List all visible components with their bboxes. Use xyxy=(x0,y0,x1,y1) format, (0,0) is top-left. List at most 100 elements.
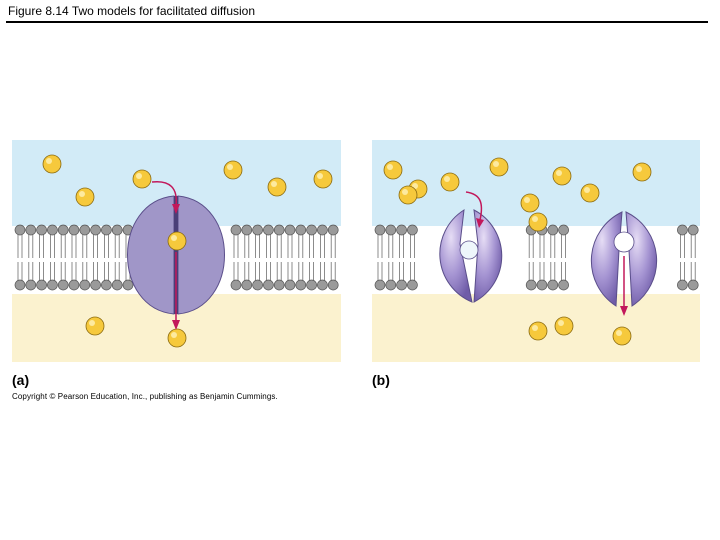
diffusion-arrow xyxy=(151,180,178,207)
solute-molecule xyxy=(85,316,105,336)
lipid-head xyxy=(687,279,699,291)
lipid-head xyxy=(241,224,253,236)
solute-highlight xyxy=(136,173,142,179)
lipid-head xyxy=(252,224,263,236)
lipid-head xyxy=(536,279,548,291)
solute-highlight xyxy=(524,197,530,203)
lipid-head xyxy=(36,224,47,236)
figure-title: Figure 8.14 Two models for facilitated d… xyxy=(8,4,256,18)
lipid-head xyxy=(230,279,242,291)
lipid-head xyxy=(90,279,101,291)
lipid-head xyxy=(284,279,296,291)
solute-molecule xyxy=(489,157,509,177)
solute-molecule xyxy=(267,177,287,197)
carrier-protein-left-half xyxy=(590,211,623,307)
lipid-head xyxy=(47,279,58,291)
solute-highlight xyxy=(271,181,277,187)
carrier-binding-site xyxy=(459,240,479,260)
solute-molecule xyxy=(75,187,95,207)
lipid-head xyxy=(68,224,80,236)
copyright-notice: Copyright © Pearson Education, Inc., pub… xyxy=(12,392,278,401)
solute-molecule xyxy=(580,183,600,203)
carrier-protein-left-half xyxy=(439,209,473,303)
lipid-head xyxy=(122,279,134,291)
lipid-head xyxy=(374,279,386,291)
lipid-head xyxy=(327,224,339,236)
lipid-head xyxy=(317,224,328,236)
solute-molecule xyxy=(632,162,652,182)
diffusion-arrow-head xyxy=(476,218,484,228)
lipid-head xyxy=(385,279,397,291)
lipid-head xyxy=(252,279,263,291)
diffusion-arrow-head xyxy=(172,204,180,214)
lipid-head xyxy=(101,279,112,291)
lipid-head xyxy=(111,224,123,236)
solute-molecule xyxy=(552,166,572,186)
lipid-head xyxy=(273,224,285,236)
lipid-head xyxy=(79,279,91,291)
lipid-head xyxy=(241,279,253,291)
solute-highlight xyxy=(46,158,52,164)
solute-highlight xyxy=(387,164,393,170)
carrier-binding-site xyxy=(613,231,635,253)
solute-molecule xyxy=(132,169,152,189)
lipid-head xyxy=(407,224,418,236)
lipid-head xyxy=(327,279,339,291)
lipid-head xyxy=(36,279,47,291)
lipid-head xyxy=(90,224,101,236)
channel-protein-left-half xyxy=(127,195,175,315)
lipid-head xyxy=(306,279,317,291)
lipid-head xyxy=(284,224,296,236)
solute-highlight xyxy=(79,191,85,197)
carrier-protein-outward-open xyxy=(439,209,503,303)
lipid-head xyxy=(79,224,91,236)
panel-b-carrier-model xyxy=(372,140,700,362)
lipid-head xyxy=(547,224,559,236)
solute-molecule xyxy=(612,326,632,346)
solute-molecule xyxy=(383,160,403,180)
solute-highlight xyxy=(444,176,450,182)
lipid-head xyxy=(385,224,397,236)
lipid-head xyxy=(306,224,317,236)
solute-highlight xyxy=(616,330,622,336)
title-rule xyxy=(6,21,708,23)
lipid-head xyxy=(687,224,699,236)
solute-highlight xyxy=(556,170,562,176)
lipid-head xyxy=(263,279,274,291)
solute-highlight xyxy=(402,189,408,195)
channel-protein-right-half xyxy=(177,195,225,315)
solute-highlight xyxy=(493,161,499,167)
solute-molecule xyxy=(554,316,574,336)
solute-highlight xyxy=(532,325,538,331)
lipid-head xyxy=(295,224,307,236)
solute-molecule xyxy=(42,154,62,174)
lipid-bilayer xyxy=(14,224,339,291)
lipid-head xyxy=(396,279,407,291)
lipid-head xyxy=(47,224,58,236)
solute-molecule xyxy=(440,172,460,192)
carrier-protein-right-half xyxy=(625,211,658,307)
diffusion-arrow-head xyxy=(620,306,628,316)
lipid-head xyxy=(317,279,328,291)
extracellular-space xyxy=(372,140,700,226)
solute-highlight xyxy=(171,235,177,241)
solute-molecule xyxy=(167,231,187,251)
lipid-head xyxy=(14,224,26,236)
carrier-protein-inward-open xyxy=(590,211,658,307)
lipid-head xyxy=(273,279,285,291)
lipid-head xyxy=(68,279,80,291)
carrier-protein-right-half xyxy=(473,209,503,303)
diffusion-arrow xyxy=(465,191,483,221)
lipid-head xyxy=(677,279,688,291)
solute-molecule xyxy=(223,160,243,180)
lipid-head xyxy=(525,279,537,291)
lipid-head xyxy=(558,279,569,291)
panel-a-channel-model xyxy=(12,140,341,362)
lipid-bilayer xyxy=(374,224,699,291)
diffusion-arrow-head xyxy=(172,320,180,330)
lipid-head xyxy=(263,224,274,236)
solute-molecule xyxy=(528,321,548,341)
solute-molecules xyxy=(383,157,652,346)
lipid-head xyxy=(14,279,26,291)
panel-b-label: (b) xyxy=(372,372,390,388)
